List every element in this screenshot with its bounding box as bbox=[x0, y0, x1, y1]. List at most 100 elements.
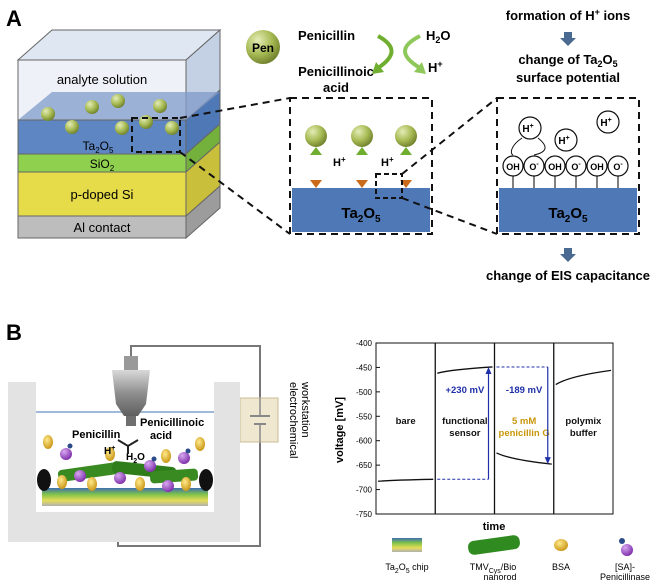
legend-label-enzyme-2: Penicillinase bbox=[600, 572, 650, 582]
legend-label-bsa: BSA bbox=[552, 562, 570, 572]
phase-label-line2: buffer bbox=[570, 428, 597, 439]
zoom-box-2: Ta2O5 OH O- OH O- OH O- H+ bbox=[496, 97, 640, 235]
phase-label: functional bbox=[442, 416, 487, 427]
zoom-box-2-oxide bbox=[499, 188, 637, 232]
o-ring-left bbox=[37, 469, 51, 491]
y-tick-label: -750 bbox=[356, 510, 373, 519]
phase-label: 5 mM bbox=[512, 416, 536, 427]
cell-penicillinoic-label-1: Penicillinoic bbox=[140, 417, 204, 429]
step-3: change of EIS capacitance bbox=[486, 268, 650, 283]
legend-label-enzyme: [SA]- bbox=[615, 562, 635, 572]
zoom-box-1-hplus-2: H+ bbox=[381, 155, 394, 169]
panel-b-label: B bbox=[6, 320, 22, 345]
molecule-3 bbox=[395, 125, 417, 147]
series-segment bbox=[437, 366, 493, 374]
zoom-box-1: Ta2O5 H+ H+ bbox=[289, 97, 433, 235]
bsa-particles bbox=[43, 435, 205, 491]
y-tick-label: -650 bbox=[356, 461, 373, 470]
panel-a-label: A bbox=[6, 6, 22, 31]
legend-label-chip: Ta2O5 chip bbox=[385, 562, 428, 575]
proton-arrow-1 bbox=[510, 137, 523, 156]
phase-label: polymix bbox=[565, 416, 602, 427]
zoom-line-2-top bbox=[401, 97, 498, 175]
ion-2: H+ bbox=[558, 135, 569, 147]
electrode-body bbox=[112, 370, 150, 416]
legend-swatch-chip bbox=[392, 538, 422, 552]
cell-penicillinoic-label-2: acid bbox=[150, 430, 172, 442]
step-arrow-1 bbox=[560, 32, 576, 46]
y-axis-label: voltage [mV] bbox=[334, 397, 346, 463]
phase-label-line2: penicillin G bbox=[499, 428, 550, 439]
phase-label-line2: sensor bbox=[449, 428, 480, 439]
reaction-arrow-right bbox=[403, 34, 422, 70]
ion-3: H+ bbox=[600, 117, 611, 129]
ta2o5-layer bbox=[17, 119, 187, 155]
step-1: formation of H+ ions bbox=[506, 7, 630, 23]
electrochemical-cell: electrochemical workstation bbox=[8, 345, 311, 547]
water-label: H2O bbox=[426, 28, 451, 45]
hplus-label: H+ bbox=[428, 59, 443, 75]
molecule-2 bbox=[351, 125, 373, 147]
y-tick-label: -600 bbox=[356, 437, 373, 446]
o-ring-right bbox=[199, 469, 213, 491]
pen-badge bbox=[246, 30, 280, 64]
mechanism-steps: formation of H+ ions change of Ta2O5 sur… bbox=[486, 7, 650, 283]
zoom-box-1-hplus-1: H+ bbox=[333, 155, 346, 169]
series-segment bbox=[555, 369, 612, 386]
annotations: +230 mV-189 mV bbox=[437, 366, 551, 480]
series-segment bbox=[496, 452, 552, 465]
zoom-region-1 bbox=[131, 117, 181, 153]
group-1: OH bbox=[506, 162, 520, 172]
delta-label-2: -189 mV bbox=[506, 385, 543, 396]
legend-swatch-bsa bbox=[554, 539, 568, 551]
analyte-label: analyte solution bbox=[57, 72, 147, 87]
legend-label-nanorod-2: nanorod bbox=[483, 572, 516, 582]
cell-water-label: H2O bbox=[126, 452, 145, 465]
y-ticks: -750 -700 -650 -600 -550 -500 -450 -400 bbox=[356, 339, 380, 519]
y-tick-label: -550 bbox=[356, 412, 373, 421]
x-axis-label: time bbox=[483, 521, 506, 533]
cell-reaction-mark bbox=[117, 439, 139, 454]
wire-top bbox=[130, 345, 261, 398]
voltage-chart: voltage [mV] time -750 -700 -650 -600 -550 -5… bbox=[334, 339, 614, 533]
delta-arrowhead-1 bbox=[485, 366, 492, 374]
electrode-cap bbox=[124, 356, 138, 370]
ta2o5-label: Ta2O5 bbox=[83, 139, 114, 155]
zoom-region-2 bbox=[375, 173, 403, 199]
zoom-box-1-oxide bbox=[292, 188, 430, 232]
zoom-line-bottom bbox=[179, 151, 291, 235]
step-2-line-2: surface potential bbox=[516, 70, 620, 85]
group-3: OH bbox=[548, 162, 562, 172]
cell-penicillin-label: Penicillin bbox=[72, 429, 121, 441]
group-6: O- bbox=[613, 161, 623, 172]
delta-arrowhead-2 bbox=[544, 457, 551, 465]
cell-hplus-label: H+ bbox=[104, 445, 115, 457]
al-layer bbox=[17, 215, 187, 239]
si-label: p-doped Si bbox=[71, 187, 134, 202]
zoom-box-2-oxide-label: Ta2O5 bbox=[548, 205, 588, 225]
y-tick-label: -450 bbox=[356, 363, 373, 372]
sensor-chip bbox=[42, 488, 208, 506]
reaction-scheme: Pen Penicillin Penicillinoic acid H2O H+ bbox=[246, 28, 451, 95]
ion-1: H+ bbox=[522, 123, 533, 135]
series bbox=[377, 343, 612, 514]
y-tick-label: -500 bbox=[356, 388, 373, 397]
y-tick-label: -400 bbox=[356, 339, 373, 348]
step-arrow-2 bbox=[560, 248, 576, 262]
proton-ions: H+ H+ H+ bbox=[510, 110, 620, 156]
workstation-box bbox=[239, 397, 279, 443]
group-4: O- bbox=[571, 161, 581, 172]
zoom-line-2-bottom bbox=[401, 197, 498, 235]
layer-stack: analyte solution Ta2O5 SiO2 p-doped Si A… bbox=[16, 28, 222, 240]
reaction-arrow-left bbox=[376, 34, 394, 70]
group-2: O- bbox=[529, 161, 539, 172]
penicillinoic-label-1: Penicillinoic bbox=[298, 64, 374, 79]
proton-arrow-2 bbox=[533, 137, 546, 156]
phase-label: bare bbox=[396, 416, 416, 427]
step-2-line-1: change of Ta2O5 bbox=[518, 52, 617, 69]
pen-badge-label: Pen bbox=[252, 41, 274, 55]
y-tick-label: -700 bbox=[356, 486, 373, 495]
sio2-label: SiO2 bbox=[90, 157, 115, 173]
